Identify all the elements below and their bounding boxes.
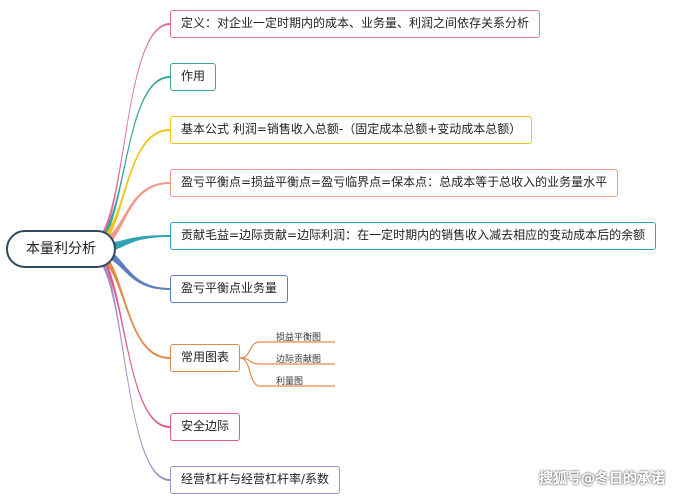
sub-item-contribution-chart[interactable]: 边际贡献图: [276, 355, 322, 365]
branch-common-charts[interactable]: 常用图表: [170, 344, 241, 372]
branch-breakeven-point[interactable]: 盈亏平衡点=损益平衡点=盈亏临界点=保本点：总成本等于总收入的业务量水平: [170, 169, 619, 197]
connector-0: [88, 23, 170, 254]
branch-breakeven-volume[interactable]: 盈亏平衡点业务量: [170, 275, 289, 303]
branch-contribution-margin[interactable]: 贡献毛益=边际贡献=边际利润：在一定时期内的销售收入减去相应的变动成本后的余额: [170, 222, 657, 250]
sub-connector-0: [239, 341, 335, 359]
root-node[interactable]: 本量利分析: [6, 230, 116, 268]
connector-1: [88, 76, 170, 254]
branch-function[interactable]: 作用: [170, 63, 217, 91]
branch-operating-leverage[interactable]: 经营杠杆与经营杠杆率/系数: [170, 466, 341, 494]
sub-item-breakeven-chart[interactable]: 损益平衡图: [276, 333, 322, 343]
watermark: 搜狐号@冬日的承诺: [539, 471, 665, 487]
branch-safety-margin[interactable]: 安全边际: [170, 413, 241, 441]
branch-basic-formula[interactable]: 基本公式 利润=销售收入总额-（固定成本总额+变动成本总额）: [170, 116, 533, 144]
sub-connector-2: [239, 357, 335, 387]
branch-definition[interactable]: 定义：对企业一定时期内的成本、业务量、利润之间依存关系分析: [170, 10, 541, 38]
connector-8: [88, 244, 170, 481]
sub-item-profit-volume-chart[interactable]: 利量图: [276, 377, 304, 387]
